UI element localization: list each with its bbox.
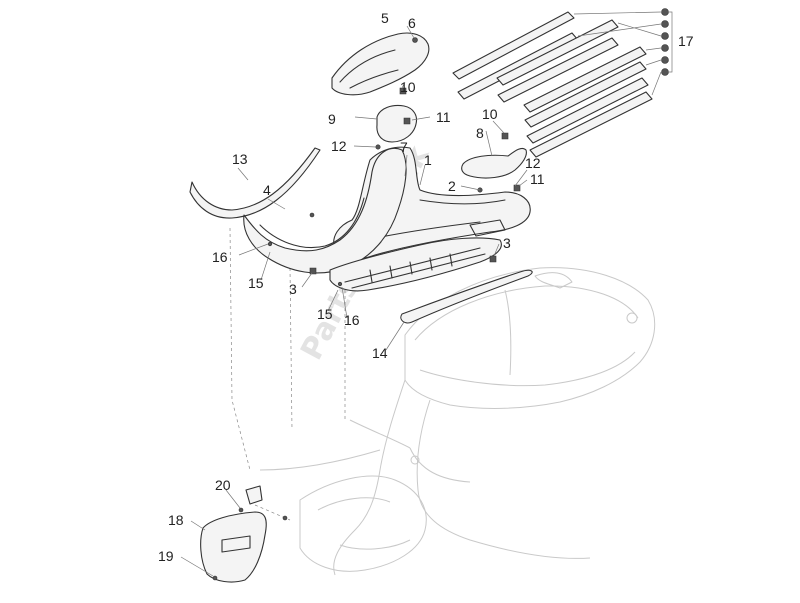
callout-16-left: 16 xyxy=(212,249,228,265)
callout-6: 6 xyxy=(408,15,416,31)
callout-10-top: 10 xyxy=(400,79,416,95)
callout-14: 14 xyxy=(372,345,388,361)
callout-15-left: 15 xyxy=(248,275,264,291)
part-inner-tunnel xyxy=(243,147,407,274)
part-9-small-cover xyxy=(376,104,418,143)
callout-17: 17 xyxy=(678,33,694,49)
part-13-left-trim xyxy=(189,147,321,219)
callout-4: 4 xyxy=(263,182,271,198)
part-5-upper-cover xyxy=(331,32,430,96)
callout-13: 13 xyxy=(232,151,248,167)
callout-11-right: 11 xyxy=(530,171,545,187)
callout-19: 19 xyxy=(158,548,174,564)
callout-8: 8 xyxy=(476,125,484,141)
callout-18: 18 xyxy=(168,512,184,528)
callout-labels: 5 6 10 17 9 11 10 8 12 7 1 13 12 4 2 11 … xyxy=(158,10,694,564)
callout-1: 1 xyxy=(424,152,432,168)
part-14-right-trim xyxy=(400,269,533,324)
callout-9: 9 xyxy=(328,111,336,127)
callout-20: 20 xyxy=(215,477,231,493)
callout-12-left: 12 xyxy=(331,138,347,154)
callout-12-right: 12 xyxy=(525,155,541,171)
part-18-panel xyxy=(200,511,267,583)
callout-15-right: 15 xyxy=(317,306,333,322)
scooter-frame-ghost xyxy=(259,267,656,576)
part-8-right-cover xyxy=(461,147,527,179)
callout-3-left: 3 xyxy=(289,281,297,297)
callout-16-right: 16 xyxy=(344,312,360,328)
callout-2: 2 xyxy=(448,178,456,194)
part-20-bracket xyxy=(245,485,263,505)
leader-lines xyxy=(180,25,528,577)
callout-7: 7 xyxy=(400,139,408,155)
part-side-rail xyxy=(329,237,502,292)
callout-11-top: 11 xyxy=(436,109,451,125)
callout-5: 5 xyxy=(381,10,389,26)
callout-10-right: 10 xyxy=(482,106,498,122)
part-17-rubber-strips xyxy=(452,8,673,158)
callout-3-right: 3 xyxy=(503,235,511,251)
